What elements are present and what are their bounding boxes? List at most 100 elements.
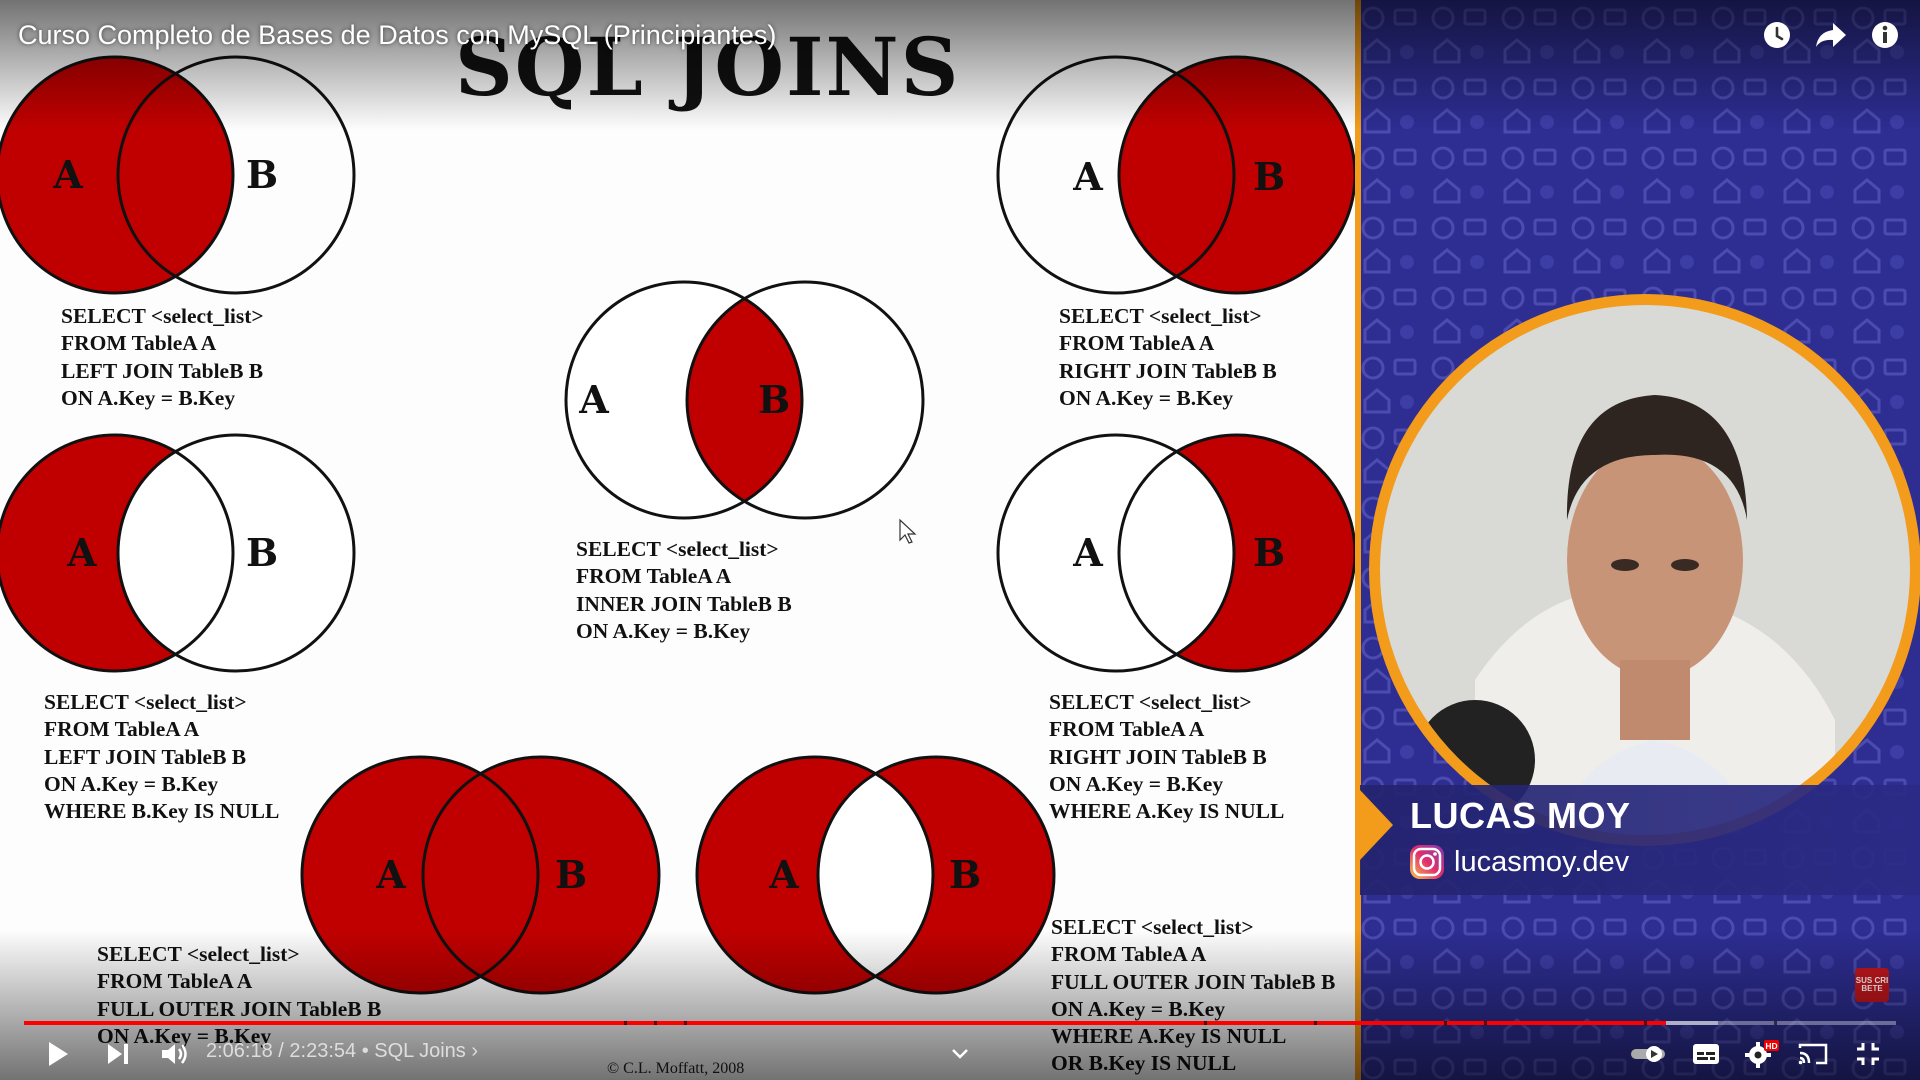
- chapter-title[interactable]: • SQL Joins ›: [361, 1040, 479, 1062]
- label-b: B: [758, 377, 790, 422]
- venn-inner-join: [564, 280, 925, 520]
- cast-button[interactable]: [1795, 1030, 1831, 1078]
- label-a: A: [66, 530, 97, 575]
- progress-played: [24, 1021, 1666, 1025]
- chapter-marker: [1314, 1021, 1317, 1025]
- exit-fullscreen-icon: [1857, 1043, 1879, 1065]
- share-icon: [1816, 23, 1846, 47]
- code-line: FROM TableA A: [576, 564, 732, 589]
- code-line: LEFT JOIN TableB B: [44, 744, 247, 769]
- label-a: A: [1072, 154, 1103, 199]
- label-b: B: [1253, 530, 1285, 575]
- code-line: FROM TableA A: [97, 969, 253, 994]
- label-b: B: [949, 852, 981, 897]
- video-title[interactable]: Curso Completo de Bases de Datos con MyS…: [18, 20, 777, 50]
- watch-later-button[interactable]: [1760, 14, 1794, 56]
- gear-icon: HD: [1745, 1040, 1779, 1068]
- settings-button[interactable]: HD: [1742, 1030, 1782, 1078]
- code-line: SELECT <select_list>: [61, 304, 264, 328]
- exit-fullscreen-button[interactable]: [1850, 1030, 1886, 1078]
- code-right-join: SELECT <select_list> FROM TableA A RIGHT…: [1059, 303, 1277, 412]
- panel-background: [1355, 0, 1920, 1080]
- hd-badge: HD: [1765, 1041, 1777, 1051]
- code-left-excluding: SELECT <select_list> FROM TableA A LEFT …: [44, 689, 279, 825]
- info-button[interactable]: [1868, 14, 1902, 56]
- chevron-down-icon: [952, 1049, 968, 1059]
- label-b: B: [246, 152, 278, 197]
- next-icon: [108, 1044, 128, 1064]
- watch-later-icon: [1764, 22, 1790, 48]
- chapter-marker: [684, 1021, 687, 1025]
- code-inner-join: SELECT <select_list> FROM TableA A INNER…: [576, 536, 792, 645]
- chapter-marker: [1484, 1021, 1487, 1025]
- code-line: RIGHT JOIN TableB B: [1049, 744, 1267, 769]
- chevron-down-button[interactable]: [945, 1030, 975, 1078]
- subscribe-badge[interactable]: SUS CRI BETE: [1855, 976, 1889, 993]
- code-line: ON A.Key = B.Key: [1049, 771, 1224, 796]
- subtitles-button[interactable]: [1688, 1030, 1724, 1078]
- share-button[interactable]: [1814, 14, 1848, 56]
- info-icon: [1872, 22, 1898, 48]
- label-b: B: [555, 852, 587, 897]
- play-icon: [49, 1042, 68, 1066]
- time-separator: /: [272, 1040, 290, 1062]
- code-line: WHERE B.Key IS NULL: [44, 799, 280, 824]
- code-line: SELECT <select_list>: [1059, 304, 1262, 328]
- label-a: A: [768, 852, 799, 897]
- code-line: ON A.Key = B.Key: [1051, 996, 1226, 1021]
- code-line: ON A.Key = B.Key: [576, 618, 751, 643]
- player-controls: HD: [0, 1030, 1920, 1080]
- code-line: FROM TableA A: [1051, 942, 1207, 967]
- autoplay-toggle[interactable]: [1628, 1030, 1668, 1078]
- label-a: A: [375, 852, 406, 897]
- presenter-name: LUCAS MOY: [1410, 795, 1631, 836]
- volume-button[interactable]: [155, 1030, 195, 1078]
- code-line: FROM TableA A: [1059, 331, 1215, 356]
- code-line: SELECT <select_list>: [44, 690, 247, 714]
- chapter-marker: [1204, 1021, 1207, 1025]
- next-button[interactable]: [100, 1030, 136, 1078]
- code-line: ON A.Key = B.Key: [61, 385, 236, 410]
- code-line: SELECT <select_list>: [97, 942, 300, 966]
- chapter-marker: [1444, 1021, 1447, 1025]
- code-line: RIGHT JOIN TableB B: [1059, 358, 1277, 383]
- venn-left-excluding: [0, 433, 356, 673]
- top-actions: [1760, 14, 1902, 56]
- chapter-marker: [654, 1021, 657, 1025]
- chapter-marker: [624, 1021, 627, 1025]
- code-line: FROM TableA A: [44, 717, 200, 742]
- code-line: FROM TableA A: [1049, 717, 1205, 742]
- label-a: A: [1072, 530, 1103, 575]
- label-b: B: [1253, 154, 1285, 199]
- chapter-marker: [1644, 1021, 1647, 1025]
- code-line: SELECT <select_list>: [1049, 690, 1252, 714]
- code-left-join: SELECT <select_list> FROM TableA A LEFT …: [61, 303, 264, 412]
- cursor-icon: [899, 518, 917, 544]
- autoplay-icon: [1631, 1046, 1665, 1062]
- presenter-handle: lucasmoy.dev: [1454, 845, 1630, 878]
- slide-sql-joins: A B A B A B A B A B A B A B SQL JOINS SE…: [0, 0, 1355, 1080]
- label-a: A: [52, 152, 83, 197]
- play-button[interactable]: [40, 1030, 76, 1078]
- code-line: FULL OUTER JOIN TableB B: [1051, 969, 1336, 994]
- progress-bar[interactable]: [24, 1021, 1896, 1025]
- code-right-excluding: SELECT <select_list> FROM TableA A RIGHT…: [1049, 689, 1284, 825]
- code-line: ON A.Key = B.Key: [1059, 385, 1234, 410]
- subtitles-icon: [1693, 1044, 1719, 1064]
- label-a: A: [578, 377, 609, 422]
- volume-icon: [162, 1044, 187, 1064]
- code-line: SELECT <select_list>: [1051, 915, 1254, 939]
- cast-icon: [1798, 1043, 1828, 1065]
- chapter-marker: [1774, 1021, 1777, 1025]
- code-line: FROM TableA A: [61, 331, 217, 356]
- presenter-panel: [1355, 0, 1920, 1080]
- code-line: WHERE A.Key IS NULL: [1049, 799, 1285, 824]
- current-time: 2:06:18: [206, 1040, 273, 1062]
- code-line: INNER JOIN TableB B: [576, 591, 792, 616]
- presenter-handle-row: lucasmoy.dev: [1408, 843, 1629, 881]
- venn-right-excluding: [996, 433, 1355, 673]
- code-line: FULL OUTER JOIN TableB B: [97, 996, 382, 1021]
- label-b: B: [246, 530, 278, 575]
- code-line: SELECT <select_list>: [576, 537, 779, 561]
